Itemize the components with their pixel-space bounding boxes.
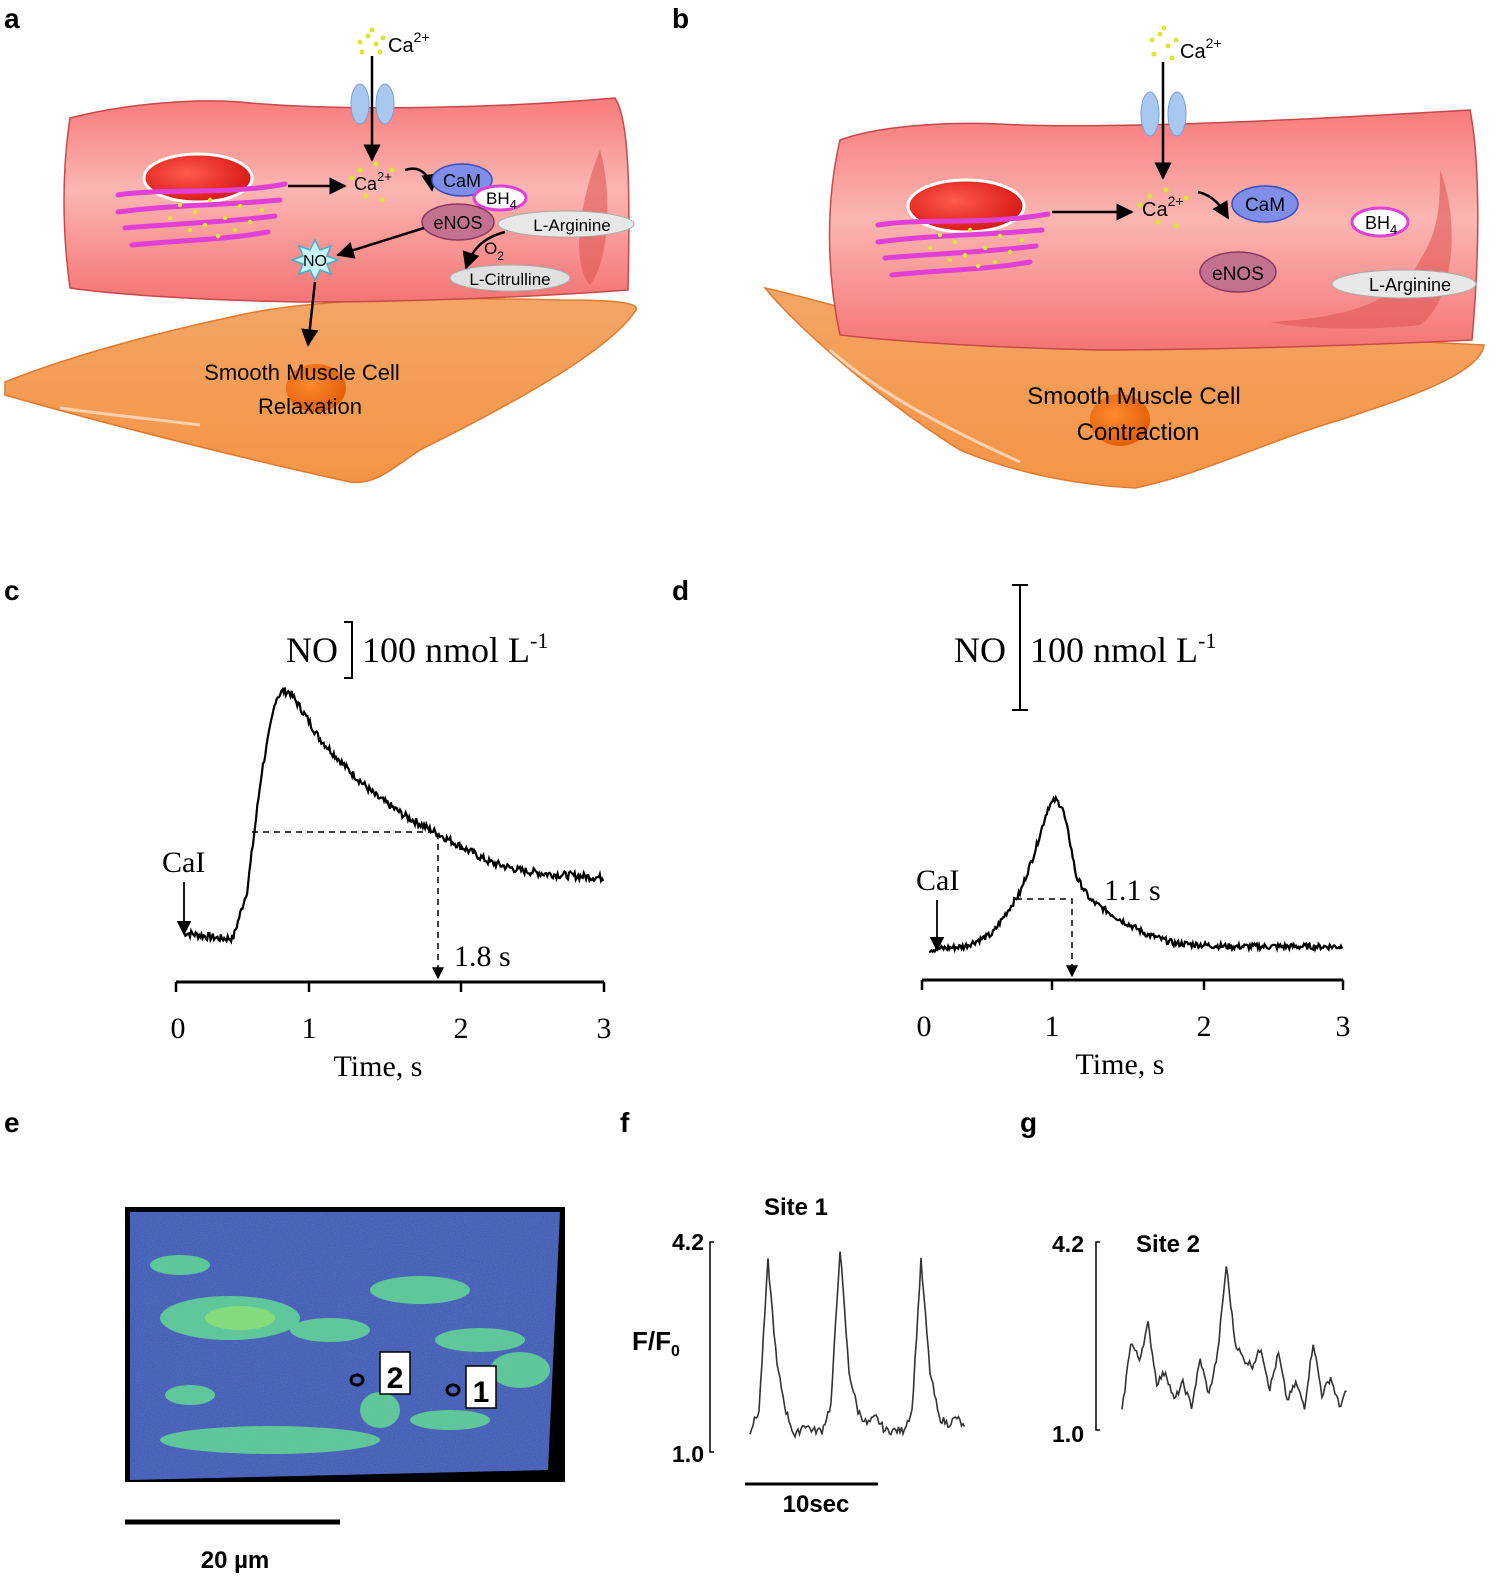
panel-d-chart: NO 100 nmol L-1 CaI 1.1 s 0 1 2 3 Time, … xyxy=(916,584,1351,1081)
scale-label-e: 20 µm xyxy=(201,1547,270,1574)
trace-d xyxy=(928,794,1344,954)
bh4-label-b: BH4 xyxy=(1365,213,1397,237)
ca-intracellular-label-a: Ca2+ xyxy=(354,169,392,194)
l-arginine-a xyxy=(497,210,635,238)
fluorescence-cell xyxy=(130,1212,560,1480)
l-citrulline-label-a: L-Citrulline xyxy=(469,270,550,289)
trace-g xyxy=(1121,1266,1347,1410)
panel-b-diagram: Ca2+ Ca2+ CaM BH4 eNOS L-Arginine Smooth… xyxy=(763,25,1485,489)
panel-letter-d: d xyxy=(672,575,689,606)
panel-g-chart: Site 2 4.2 1.0 xyxy=(1052,1231,1347,1447)
cam-protein-a xyxy=(431,163,493,197)
panel-f-chart: Site 1 4.2 1.0 F/F0 10sec xyxy=(632,1194,966,1518)
smc-nucleus-b xyxy=(1090,394,1150,446)
site2-roi xyxy=(349,1373,365,1387)
no-scale-label-c: NO xyxy=(286,630,338,670)
tick-label-c: 1 xyxy=(302,1012,317,1045)
cai-label-c: CaI xyxy=(162,846,205,879)
tick-label-c: 0 xyxy=(171,1012,186,1045)
ca-extracellular-label-b: Ca2+ xyxy=(1180,35,1222,63)
x-axis-label-c: Time, s xyxy=(334,1050,423,1083)
endoplasmic-reticulum-b xyxy=(875,211,1051,278)
chart-title-f: Site 1 xyxy=(764,1194,828,1221)
smc-label-line1-b: Smooth Muscle Cell xyxy=(1027,383,1240,410)
no-label-a: NO xyxy=(303,253,327,270)
time-scale-label-f: 10sec xyxy=(783,1491,850,1518)
trace-f xyxy=(749,1251,966,1440)
chart-title-g: Site 2 xyxy=(1136,1231,1200,1258)
calcium-channel-a xyxy=(350,83,395,125)
ca-intracellular-label-b: Ca2+ xyxy=(1142,193,1184,221)
panel-letter-a: a xyxy=(4,3,20,34)
y-axis-g xyxy=(1095,1241,1100,1431)
tick-label-d: 3 xyxy=(1336,1010,1351,1043)
scale-value-c: 100 nmol L-1 xyxy=(362,628,548,670)
y-axis-label-f: F/F0 xyxy=(632,1326,680,1360)
site1-roi xyxy=(445,1383,461,1397)
cam-label-a: CaM xyxy=(443,171,481,191)
half-decay-dash-d xyxy=(1016,898,1078,978)
tick-label-d: 2 xyxy=(1197,1010,1212,1043)
site2-label: 2 xyxy=(387,1362,404,1395)
endothelial-cell-b xyxy=(828,109,1479,351)
smc-nucleus-a xyxy=(286,364,346,412)
bh4-b xyxy=(1350,206,1410,238)
enos-label-a: eNOS xyxy=(433,213,482,233)
smc-label-line2-b: Contraction xyxy=(1077,419,1200,446)
bh4-a xyxy=(472,184,528,212)
endothelial-cell-a xyxy=(63,97,630,303)
x-axis-d: 0 1 2 3 Time, s xyxy=(917,978,1351,1081)
nucleus-a xyxy=(142,152,254,204)
no-scale-label-d: NO xyxy=(954,630,1006,670)
time-marker-label-d: 1.1 s xyxy=(1104,874,1161,907)
scale-value-d: 100 nmol L-1 xyxy=(1030,628,1216,670)
cam-protein-b xyxy=(1231,185,1299,223)
l-citrulline-a xyxy=(449,264,571,292)
nucleus-b xyxy=(906,178,1026,234)
bh4-label-a: BH4 xyxy=(486,189,517,212)
x-axis-c: 0 1 2 3 Time, s xyxy=(171,980,612,1083)
enos-label-b: eNOS xyxy=(1212,264,1264,285)
trace-c xyxy=(182,687,605,945)
panel-letter-f: f xyxy=(620,1107,630,1138)
enos-b xyxy=(1199,251,1277,293)
cai-label-d: CaI xyxy=(916,864,959,897)
l-arginine-b xyxy=(1331,269,1477,299)
y-min-label-g: 1.0 xyxy=(1052,1421,1084,1447)
time-marker-label-c: 1.8 s xyxy=(454,940,511,973)
ca-extracellular-label-a: Ca2+ xyxy=(388,29,430,57)
l-arginine-label-b: L-Arginine xyxy=(1369,275,1451,295)
tick-label-c: 3 xyxy=(597,1012,612,1045)
tick-label-c: 2 xyxy=(454,1012,469,1045)
calcium-channel-b xyxy=(1140,91,1187,137)
y-max-label-f: 4.2 xyxy=(672,1229,704,1255)
tick-label-d: 0 xyxy=(917,1010,932,1043)
o2-label-a: O2 xyxy=(484,239,504,263)
panel-letter-g: g xyxy=(1020,1107,1037,1138)
panel-a-diagram: Ca2+ Ca2+ CaM BH4 eNOS L-Arginine O2 L-C… xyxy=(4,27,637,484)
panel-letter-c: c xyxy=(4,575,20,606)
y-axis-f xyxy=(709,1241,714,1453)
x-axis-label-d: Time, s xyxy=(1076,1048,1165,1081)
l-arginine-label-a: L-Arginine xyxy=(533,216,611,235)
panel-letter-e: e xyxy=(4,1107,20,1138)
cam-label-b: CaM xyxy=(1245,195,1285,216)
panel-e-image: 2 1 20 µm xyxy=(125,1207,565,1574)
half-decay-dash-c xyxy=(252,831,444,980)
y-max-label-g: 4.2 xyxy=(1052,1231,1084,1257)
site1-label: 1 xyxy=(473,1376,490,1409)
panel-c-chart: NO 100 nmol L-1 CaI 1.8 s 0 1 2 3 Time, … xyxy=(162,621,612,1083)
y-min-label-f: 1.0 xyxy=(672,1441,704,1467)
no-burst-a xyxy=(289,238,341,282)
tick-label-d: 1 xyxy=(1045,1010,1060,1043)
enos-a xyxy=(421,203,495,241)
smc-label-line1-a: Smooth Muscle Cell xyxy=(204,360,400,385)
smc-label-line2-a: Relaxation xyxy=(258,394,362,419)
endoplasmic-reticulum-a xyxy=(115,181,288,248)
panel-letter-b: b xyxy=(672,3,689,34)
